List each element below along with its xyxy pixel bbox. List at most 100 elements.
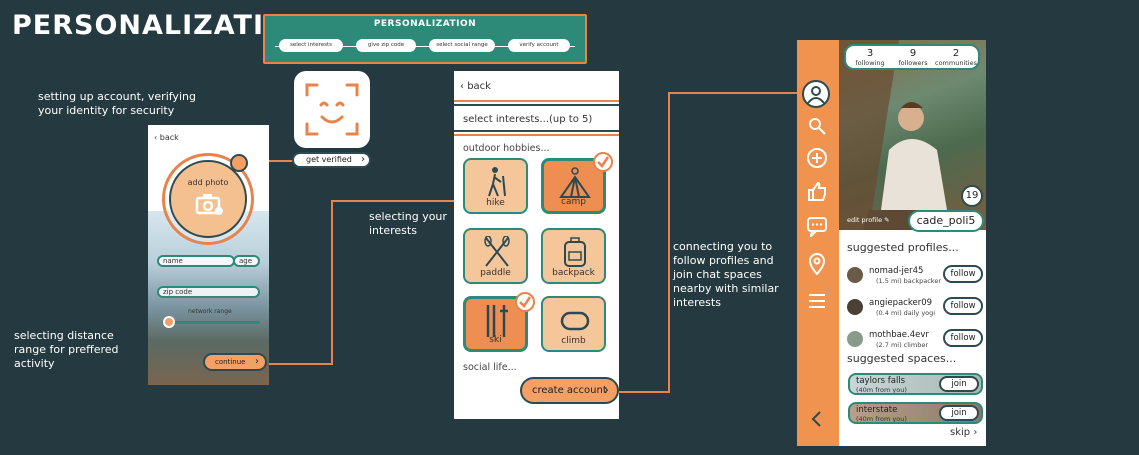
interest-tile-backpack[interactable]: backpack: [541, 228, 606, 284]
divider: [275, 46, 575, 47]
hiker-icon: [488, 167, 506, 197]
list-item: angiepacker09 (0.4 mi) daily yogi follow: [847, 296, 985, 322]
profile-name: nomad-jer45: [869, 266, 924, 276]
stat-value: 2: [952, 48, 960, 59]
connector-line: [668, 92, 670, 393]
tile-label: climb: [561, 336, 586, 346]
join-button[interactable]: join: [939, 405, 979, 421]
page-title: PERSONALIZATION: [12, 10, 312, 41]
checkmark-icon: [593, 152, 613, 172]
range-label: network range: [188, 308, 232, 315]
tile-label: camp: [561, 197, 586, 207]
range-slider-handle[interactable]: [163, 316, 175, 328]
stat-following[interactable]: 3 following: [848, 48, 892, 67]
create-account-label: create account: [532, 385, 607, 396]
checkmark-icon: [515, 292, 535, 312]
pencil-icon: ✎: [884, 216, 890, 224]
add-icon[interactable]: [806, 147, 828, 169]
stat-value: 9: [909, 48, 917, 59]
profile-name: mothbae.4evr: [869, 330, 929, 340]
interest-tile-climb[interactable]: climb: [541, 296, 606, 352]
camera-icon: [195, 194, 223, 215]
chevron-right-icon: ›: [361, 154, 365, 165]
flow-navigation-title: PERSONALIZATION: [373, 19, 477, 29]
interest-tile-paddle[interactable]: paddle: [463, 228, 528, 284]
add-photo-label: add photo: [187, 178, 229, 187]
back-button[interactable]: ‹ back: [154, 133, 179, 142]
skip-button[interactable]: skip ›: [950, 427, 977, 438]
stat-label: following: [855, 59, 885, 67]
avatar: [847, 331, 863, 347]
note-interests: selecting your interests: [369, 210, 447, 237]
interests-prompt: select interests...(up to 5): [463, 114, 593, 125]
face-id-card: [294, 71, 370, 148]
name-field[interactable]: name: [157, 255, 235, 267]
back-label: back: [159, 133, 179, 142]
step-social-range[interactable]: select social range: [429, 39, 495, 52]
location-pin-icon[interactable]: [806, 253, 828, 275]
chevron-left-icon[interactable]: [806, 408, 828, 430]
join-button[interactable]: join: [939, 376, 979, 392]
app-sidebar: [797, 40, 839, 446]
age-field[interactable]: age: [233, 255, 260, 267]
profile-stats: 3 following 9 followers 2 communities: [844, 44, 980, 70]
stat-communities[interactable]: 2 communities: [934, 48, 978, 67]
connector-line: [250, 160, 294, 162]
tile-label: backpack: [552, 268, 595, 278]
chat-icon[interactable]: [806, 215, 828, 237]
connector-line: [331, 200, 333, 365]
list-item[interactable]: interstate (40m from you) join: [848, 402, 983, 424]
step-zip-code[interactable]: give zip code: [356, 39, 416, 52]
profile-meta: (0.4 mi) daily yogi: [876, 309, 936, 317]
skip-label: skip: [950, 427, 971, 438]
step-verify-account[interactable]: verify account: [508, 39, 570, 52]
divider: [454, 134, 619, 136]
suggested-profiles-title: suggested profiles...: [847, 241, 959, 254]
add-photo-button[interactable]: add photo: [169, 160, 247, 238]
stat-label: followers: [898, 59, 928, 67]
list-item[interactable]: taylors falls (40m from you) join: [848, 373, 983, 395]
create-account-button[interactable]: create account ›: [520, 377, 619, 404]
age-badge: 19: [961, 185, 983, 207]
interest-tile-hike[interactable]: hike: [463, 158, 528, 214]
signup-screen: ‹ back add photo name age zip code netwo…: [148, 125, 269, 385]
divider: [454, 100, 619, 102]
connector-line: [268, 363, 332, 365]
ski-icon: [486, 305, 508, 337]
tent-icon: [559, 167, 591, 198]
tile-label: ski: [489, 335, 502, 345]
thumbs-up-icon[interactable]: [806, 180, 828, 202]
back-button[interactable]: ‹ back: [460, 81, 491, 92]
face-id-icon: [305, 83, 359, 136]
backpack-icon: [564, 237, 586, 267]
list-item: mothbae.4evr (2.7 mi) climber follow: [847, 328, 985, 354]
stat-followers[interactable]: 9 followers: [891, 48, 935, 67]
edit-profile-label: edit profile: [847, 216, 883, 224]
follow-button[interactable]: follow: [943, 329, 983, 347]
profile-meta: (2.7 mi) climber: [876, 341, 928, 349]
username: cade_poli5: [908, 210, 984, 232]
continue-button[interactable]: continue ›: [203, 353, 267, 371]
connector-line: [668, 92, 802, 94]
profile-icon[interactable]: [802, 80, 830, 108]
avatar: [847, 299, 863, 315]
interests-screen: ‹ back select interests...(up to 5) outd…: [454, 71, 619, 419]
get-verified-button[interactable]: get verified ›: [292, 152, 371, 168]
search-icon[interactable]: [806, 115, 828, 137]
zip-code-field[interactable]: zip code: [157, 286, 260, 298]
get-verified-label: get verified: [306, 155, 352, 164]
tile-label: paddle: [480, 268, 511, 278]
profile-name: angiepacker09: [869, 298, 933, 308]
step-select-interests[interactable]: select interests: [279, 39, 343, 52]
back-label: back: [467, 81, 491, 92]
divider: [454, 104, 619, 106]
menu-icon[interactable]: [806, 290, 828, 312]
edit-profile-link[interactable]: edit profile ✎: [847, 216, 890, 224]
range-slider-track[interactable]: [162, 321, 260, 324]
stat-value: 3: [866, 48, 874, 59]
chevron-right-icon: ›: [603, 383, 609, 398]
section-social-life: social life...: [463, 362, 517, 373]
follow-button[interactable]: follow: [943, 297, 983, 315]
follow-button[interactable]: follow: [943, 265, 983, 283]
tile-label: hike: [486, 198, 505, 208]
